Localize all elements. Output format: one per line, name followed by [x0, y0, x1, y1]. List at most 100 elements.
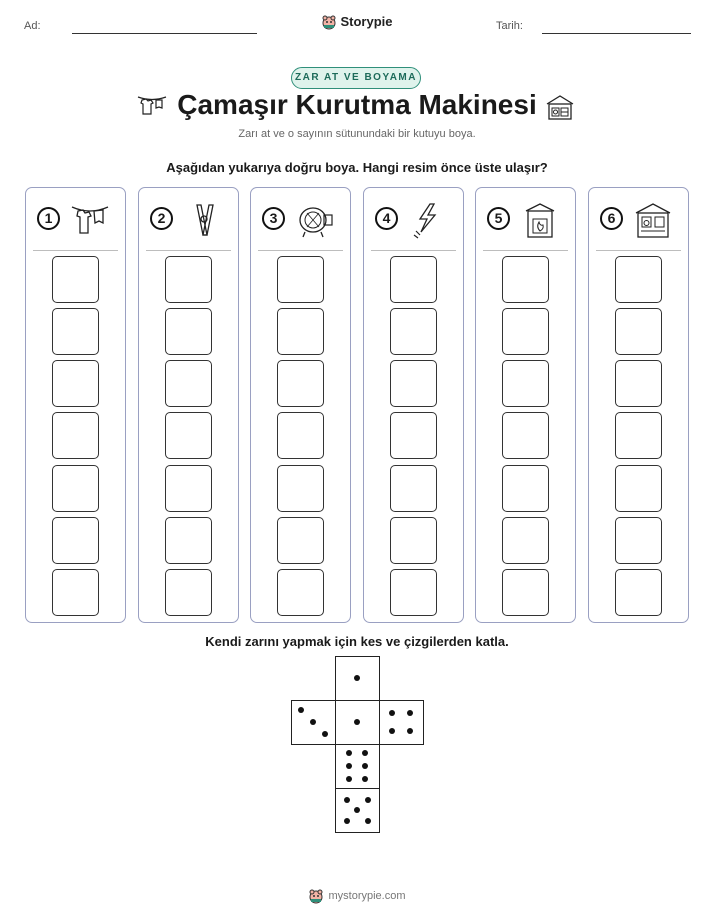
coloring-box[interactable] [277, 308, 324, 355]
dice-pip [362, 763, 369, 769]
coloring-box[interactable] [52, 360, 99, 407]
coloring-box[interactable] [52, 569, 99, 616]
column-number: 5 [487, 207, 510, 230]
coloring-box[interactable] [390, 412, 437, 459]
dice-pip [362, 750, 369, 757]
column-number: 4 [375, 207, 398, 230]
column-divider [483, 250, 568, 251]
coloring-box[interactable] [52, 256, 99, 303]
coloring-box[interactable] [277, 569, 324, 616]
dice-pip [362, 775, 369, 782]
coloring-box[interactable] [52, 308, 99, 355]
column-3: 3 [250, 187, 351, 623]
coloring-box[interactable] [502, 360, 549, 407]
dice-pip [354, 675, 360, 681]
brand: Storypie [0, 13, 714, 30]
column-4: 4 [363, 187, 464, 623]
coloring-box[interactable] [502, 256, 549, 303]
dryer-drum-icon [299, 207, 333, 238]
coloring-box[interactable] [165, 465, 212, 512]
coloring-box[interactable] [615, 517, 662, 564]
date-line[interactable] [542, 33, 691, 34]
dice-pip [321, 730, 328, 737]
coloring-box[interactable] [165, 360, 212, 407]
column-number: 3 [262, 207, 285, 230]
coloring-box[interactable] [502, 465, 549, 512]
dice-instruction: Kendi zarını yapmak için kes ve çizgiler… [205, 634, 509, 649]
column-divider [33, 250, 118, 251]
coloring-box[interactable] [165, 569, 212, 616]
storypie-logo-icon [309, 889, 323, 904]
column-header: 5 [476, 188, 575, 250]
coloring-box[interactable] [165, 256, 212, 303]
column-header: 6 [589, 188, 688, 250]
coloring-box[interactable] [615, 465, 662, 512]
coloring-box[interactable] [390, 517, 437, 564]
coloring-box[interactable] [165, 308, 212, 355]
dice-face-5 [335, 788, 380, 833]
dice-pip [354, 719, 360, 725]
coloring-box[interactable] [277, 360, 324, 407]
coloring-box[interactable] [502, 517, 549, 564]
column-header: 3 [251, 188, 350, 250]
column-5: 5 [475, 187, 576, 623]
coloring-box[interactable] [165, 517, 212, 564]
column-6: 6 [588, 187, 689, 623]
footer: mystorypie.com [0, 888, 714, 904]
dice-face-6 [335, 744, 380, 789]
coloring-box[interactable] [390, 569, 437, 616]
dice-face-4 [379, 700, 424, 745]
name-line[interactable] [72, 33, 257, 34]
clothespin-icon [196, 204, 214, 236]
dice-pip [310, 719, 316, 725]
column-number: 1 [37, 207, 60, 230]
dice-face-1 [335, 656, 380, 701]
coloring-box[interactable] [390, 360, 437, 407]
coloring-box[interactable] [390, 256, 437, 303]
coloring-box[interactable] [615, 360, 662, 407]
footer-url: mystorypie.com [328, 890, 406, 902]
coloring-box[interactable] [502, 308, 549, 355]
coloring-box[interactable] [615, 569, 662, 616]
coloring-box[interactable] [277, 517, 324, 564]
dice-pip [354, 807, 360, 813]
column-header: 2 [139, 188, 238, 250]
name-label: Ad: [24, 20, 41, 32]
coloring-box[interactable] [502, 412, 549, 459]
coloring-box[interactable] [277, 256, 324, 303]
activity-badge: ZAR AT VE BOYAMA [291, 67, 421, 89]
column-divider [258, 250, 343, 251]
coloring-box[interactable] [52, 412, 99, 459]
dice-face-3 [291, 700, 336, 745]
column-number: 6 [600, 207, 623, 230]
coloring-box[interactable] [615, 412, 662, 459]
column-header: 1 [26, 188, 125, 250]
coloring-instruction: Aşağıdan yukarıya doğru boya. Hangi resi… [166, 160, 548, 175]
dice-pip [345, 775, 352, 782]
coloring-box[interactable] [390, 308, 437, 355]
coloring-box[interactable] [277, 412, 324, 459]
coloring-box[interactable] [502, 569, 549, 616]
dice-pip [345, 763, 352, 769]
column-divider [596, 250, 681, 251]
coloring-box[interactable] [52, 465, 99, 512]
coloring-box[interactable] [615, 256, 662, 303]
coloring-box[interactable] [277, 465, 324, 512]
column-1: 1 [25, 187, 126, 623]
storypie-logo-icon [322, 15, 336, 30]
column-2: 2 [138, 187, 239, 623]
column-number: 2 [150, 207, 173, 230]
column-divider [371, 250, 456, 251]
dice-pip [298, 707, 305, 714]
coloring-box[interactable] [615, 308, 662, 355]
dice-pip [345, 750, 352, 757]
coloring-box[interactable] [52, 517, 99, 564]
dice-pip [388, 709, 395, 716]
date-label: Tarih: [496, 20, 523, 32]
dice-pip [364, 796, 371, 803]
coloring-box[interactable] [165, 412, 212, 459]
laundry-line-icon [137, 96, 167, 115]
coloring-box[interactable] [390, 465, 437, 512]
dice-face-1 [335, 700, 380, 745]
column-divider [146, 250, 231, 251]
